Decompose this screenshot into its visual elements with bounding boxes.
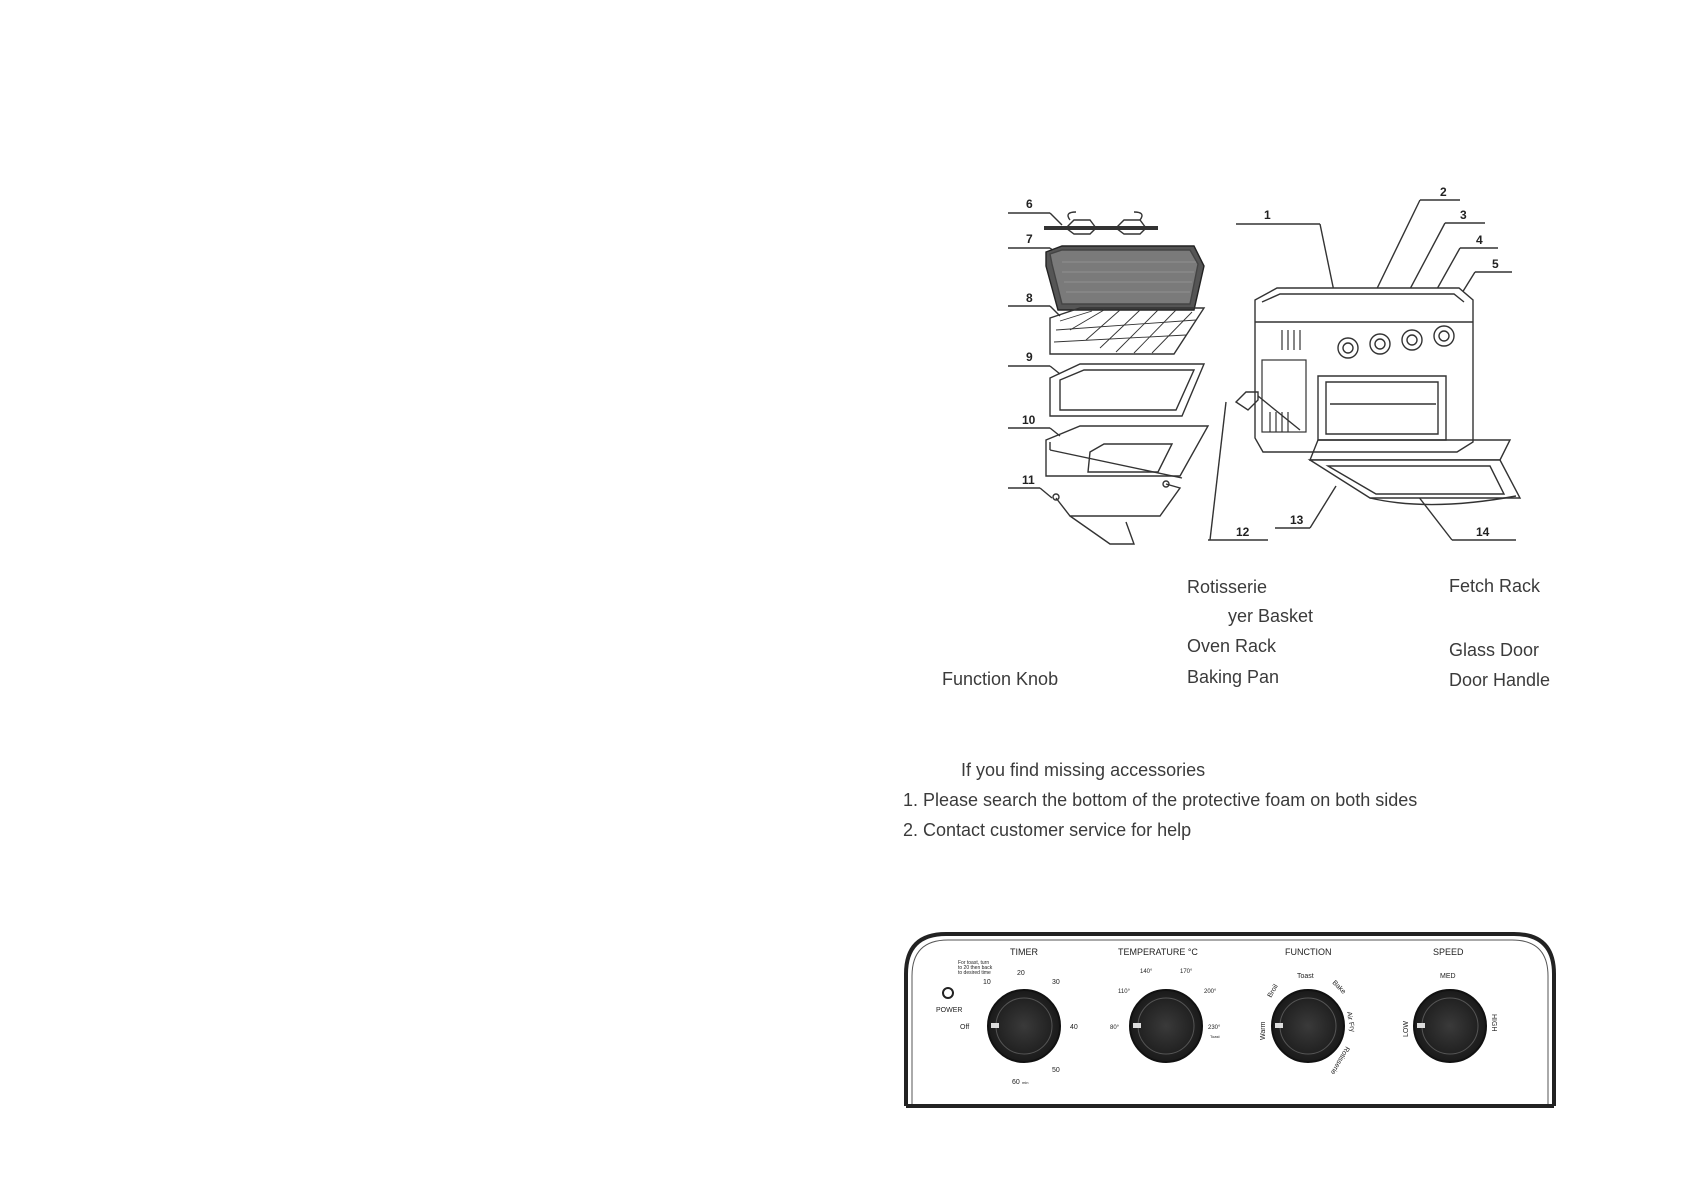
temp-110: 110° [1118,989,1131,995]
callout-8: 8 [1026,291,1033,305]
instruction-step-2: 2. Contact customer service for help [903,820,1192,840]
function-bake: Bake [1331,979,1347,995]
speed-high: HIGH [1490,1014,1497,1032]
power-label: POWER [936,1007,962,1014]
label-door-handle: Door Handle [1449,670,1551,690]
callout-9: 9 [1026,350,1033,364]
label-fetch-rack: Fetch Rack [1449,576,1541,596]
function-title: FUNCTION [1285,947,1332,957]
timer-hint-3: to desired time [958,970,991,976]
timer-title: TIMER [1010,947,1038,957]
label-fryer-basket: yer Basket [1228,606,1314,626]
timer-60-unit: min [1022,1080,1028,1085]
control-panel: POWER TIMER For toast, turn to 20 then b… [904,932,1556,1108]
temp-230-note: Toast [1210,1034,1220,1039]
temp-200: 200° [1204,989,1217,995]
function-toast: Toast [1297,973,1314,980]
temperature-title: TEMPERATURE °C [1118,947,1198,957]
label-glass-door: Glass Door [1449,640,1540,660]
temperature-knob[interactable] [1129,989,1203,1063]
callout-4: 4 [1476,233,1483,247]
timer-60: 60 [1012,1079,1020,1086]
function-broil: Broil [1267,983,1280,999]
label-oven-rack: Oven Rack [1187,636,1277,656]
speed-low: LOW [1403,1021,1410,1037]
function-warm: Warm [1260,1021,1267,1040]
callout-14: 14 [1476,525,1490,539]
timer-hint-1: For toast, turn [958,960,989,966]
temp-170: 170° [1180,969,1193,975]
timer-off: Off [960,1024,969,1031]
temp-80: 80° [1110,1025,1120,1031]
function-knob[interactable] [1271,989,1345,1063]
label-function-knob: Function Knob [942,669,1059,689]
timer-knob[interactable] [987,989,1061,1063]
speed-med: MED [1440,973,1456,980]
timer-20: 20 [1017,970,1025,977]
speed-knob[interactable] [1413,989,1487,1063]
timer-10: 10 [983,979,991,986]
timer-40: 40 [1070,1024,1078,1031]
function-airfry: Air Fry [1345,1011,1356,1033]
temp-140: 140° [1140,969,1153,975]
power-indicator [942,987,954,999]
callout-5: 5 [1492,257,1499,271]
speed-title: SPEED [1433,947,1464,957]
callout-1: 1 [1264,208,1271,222]
callout-11: 11 [1022,473,1035,487]
callout-6: 6 [1026,197,1033,211]
timer-hint-2: to 20 then back [958,965,993,971]
callout-3: 3 [1460,208,1467,222]
temp-230: 230° [1208,1025,1221,1031]
timer-50: 50 [1052,1067,1060,1074]
label-baking-pan: Baking Pan [1187,667,1280,687]
instruction-step-1: 1. Please search the bottom of the prote… [903,790,1418,810]
callout-12: 12 [1236,525,1250,539]
callout-2: 2 [1440,185,1447,199]
label-rotisserie: Rotisserie [1187,577,1268,597]
missing-accessories-heading: If you find missing accessories [961,760,1206,780]
callout-10: 10 [1022,413,1036,427]
timer-30: 30 [1052,979,1060,986]
callout-7: 7 [1026,232,1033,246]
callout-13: 13 [1290,513,1304,527]
